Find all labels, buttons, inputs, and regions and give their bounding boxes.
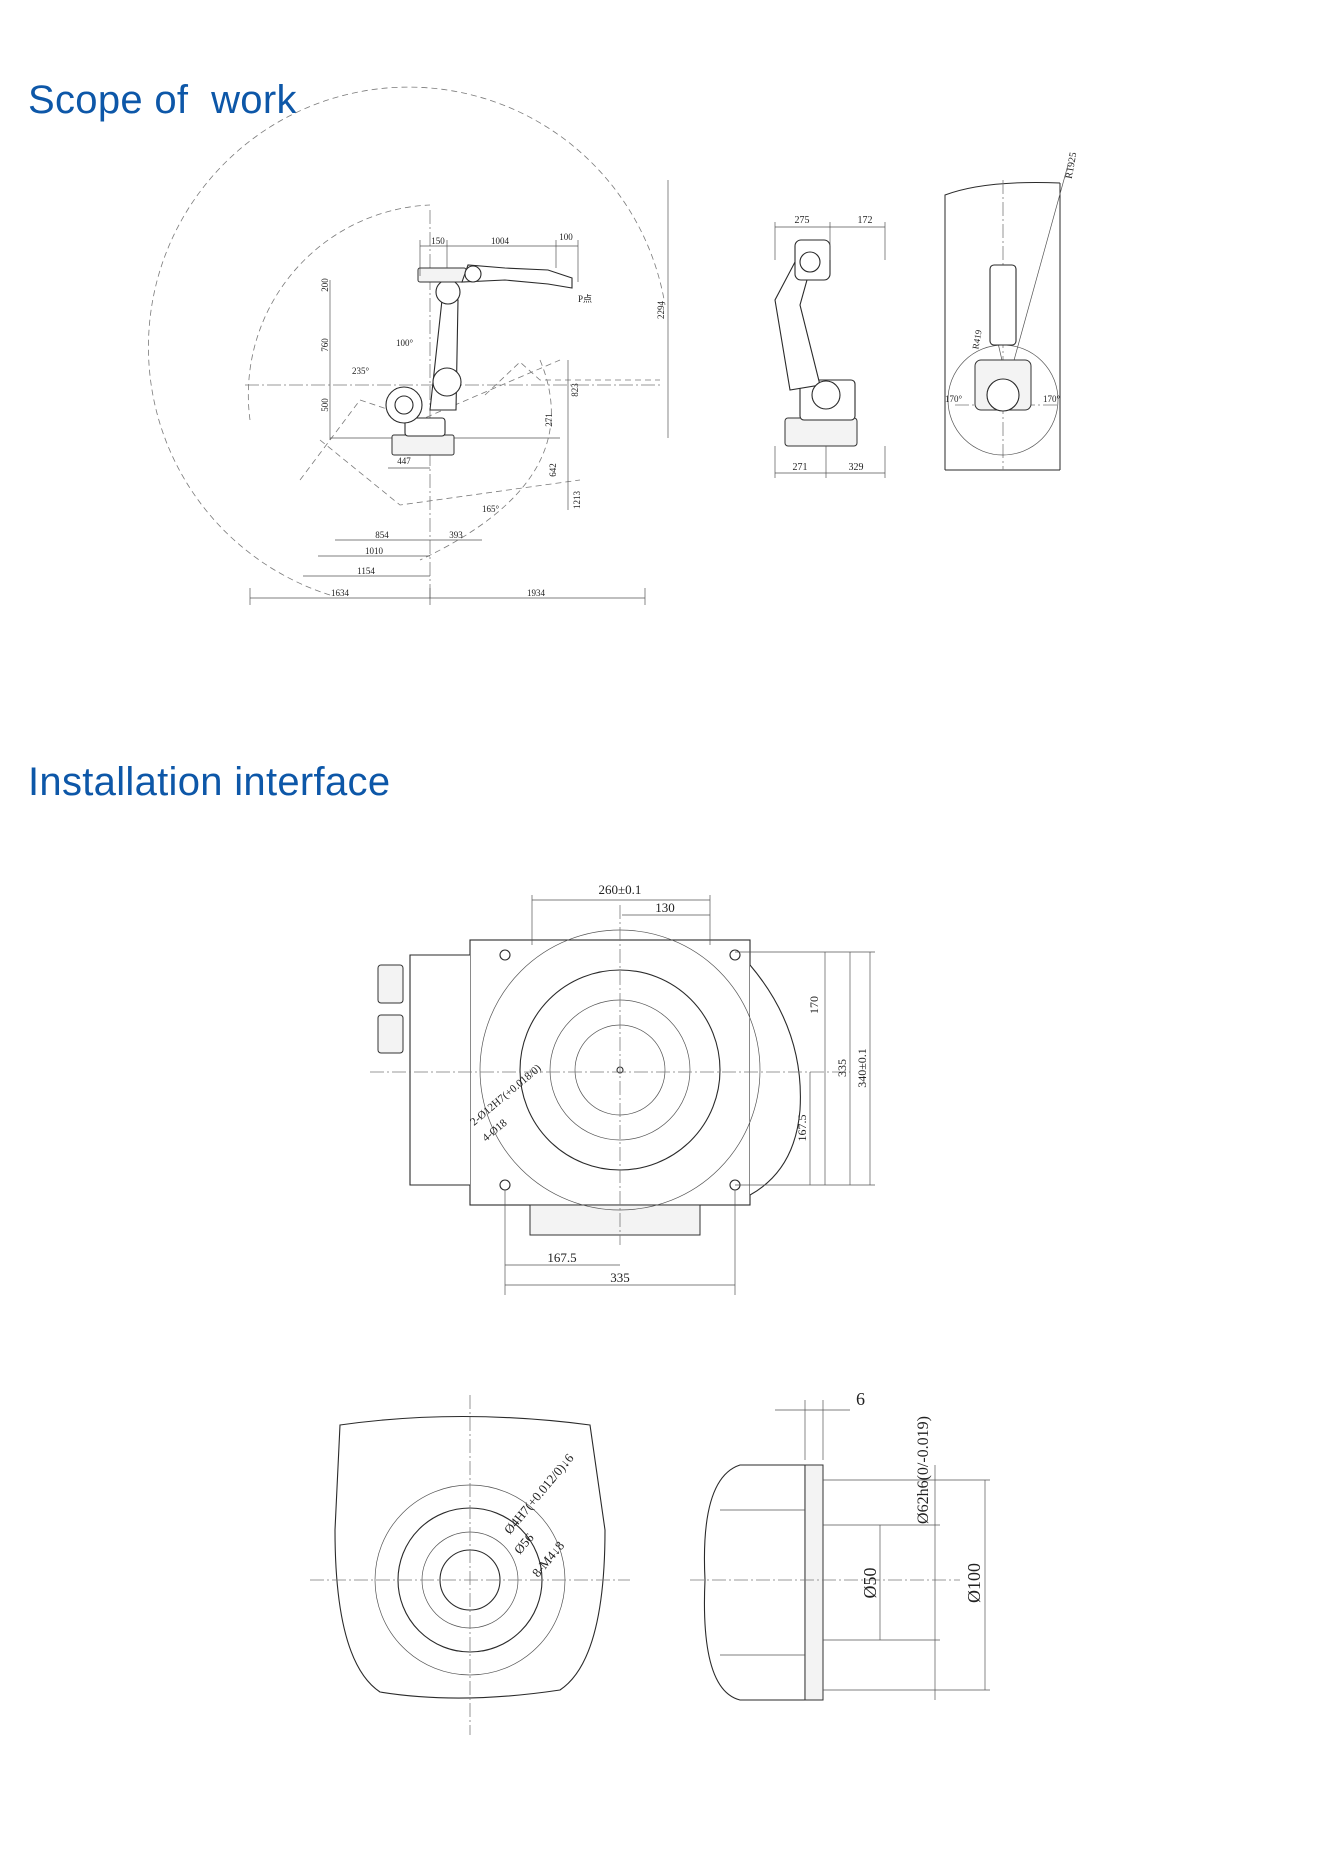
dim-271-front: 271 (793, 462, 808, 473)
angle-100: 100° (396, 338, 414, 348)
dim-150: 150 (431, 236, 445, 246)
top-dimension-texts: R1925 R419 170° 170° (945, 151, 1079, 404)
dim-500: 500 (320, 398, 330, 412)
installation-interface-heading: Installation interface (28, 760, 391, 804)
dim-167-5-bottom: 167.5 (547, 1250, 576, 1265)
angle-235: 235° (352, 366, 370, 376)
dim-760: 760 (320, 338, 330, 352)
workspace-top-view-drawing: R1925 R419 170° 170° (944, 151, 1079, 471)
dim-1213: 1213 (572, 491, 582, 510)
dim-340-tol: 340±0.1 (855, 1048, 869, 1088)
dim-167-5-right: 167.5 (795, 1115, 809, 1142)
dim-447: 447 (397, 456, 411, 466)
spigot-diameter: Ø62h6(0/-0.019) (915, 1416, 932, 1524)
dim-200: 200 (320, 278, 330, 292)
dim-100: 100 (559, 232, 573, 242)
dim-1154: 1154 (357, 566, 375, 576)
front-dimension-lines (774, 222, 886, 478)
bore-diameter: Ø50 (860, 1568, 880, 1599)
flange-front-centerlines (310, 1395, 630, 1735)
flange-side-drawing: 6 Ø62h6(0/-0.019) Ø50 Ø100 (690, 1389, 990, 1701)
radius-1925: R1925 (1064, 151, 1079, 179)
robot-top-silhouette (974, 264, 1032, 412)
workspace-front-view-drawing: 275 172 271 329 (774, 215, 886, 478)
dim-823: 823 (570, 383, 580, 397)
dim-1634: 1634 (331, 588, 350, 598)
dim-130: 130 (655, 900, 675, 915)
radius-419: R419 (970, 329, 983, 350)
dim-271: 271 (544, 413, 554, 427)
dim-393: 393 (449, 530, 463, 540)
dim-260-tol: 260±0.1 (599, 882, 642, 897)
dim-1010: 1010 (365, 546, 384, 556)
dim-329: 329 (849, 462, 864, 473)
angle-170-right: 170° (1043, 394, 1061, 404)
dim-335-bottom: 335 (610, 1270, 630, 1285)
outer-diameter: Ø100 (964, 1563, 984, 1603)
base-mounting-drawing: 260±0.1 130 170 335 340±0.1 167.5 167.5 … (370, 882, 875, 1295)
front-dimension-texts: 275 172 271 329 (793, 215, 873, 473)
flange-front-drawing: Ø4H7(+0.012/0)↓6 Ø56 8-M4↓8 (310, 1395, 630, 1735)
dim-172: 172 (858, 215, 873, 226)
flange-side-body (703, 1464, 824, 1701)
flange-side-texts: 6 Ø62h6(0/-0.019) Ø50 Ø100 (856, 1389, 984, 1603)
side-dimension-texts: 150 1004 100 200 760 500 100° 235° 165° … (320, 232, 666, 598)
flange-side-dimension-lines (690, 1400, 990, 1700)
base-dimension-lines (504, 895, 875, 1295)
wrist-point-label: P点 (578, 294, 592, 304)
dim-642: 642 (548, 463, 558, 477)
dim-1934: 1934 (527, 588, 546, 598)
base-centerlines (370, 905, 850, 1245)
dim-1004: 1004 (491, 236, 510, 246)
dim-275: 275 (795, 215, 810, 226)
dim-2294: 2294 (656, 301, 666, 320)
dim-335-right: 335 (835, 1059, 849, 1077)
angle-170-left: 170° (945, 394, 963, 404)
depth-6: 6 (856, 1389, 865, 1409)
workspace-side-view-drawing: 150 1004 100 200 760 500 100° 235° 165° … (148, 86, 669, 605)
side-dimension-lines (249, 180, 669, 605)
dim-854: 854 (375, 530, 389, 540)
dim-170: 170 (807, 996, 821, 1014)
scope-of-work-heading: Scope of work (28, 78, 297, 122)
angle-165: 165° (482, 504, 500, 514)
robot-side-silhouette (385, 264, 573, 456)
robot-front-silhouette (774, 239, 858, 447)
